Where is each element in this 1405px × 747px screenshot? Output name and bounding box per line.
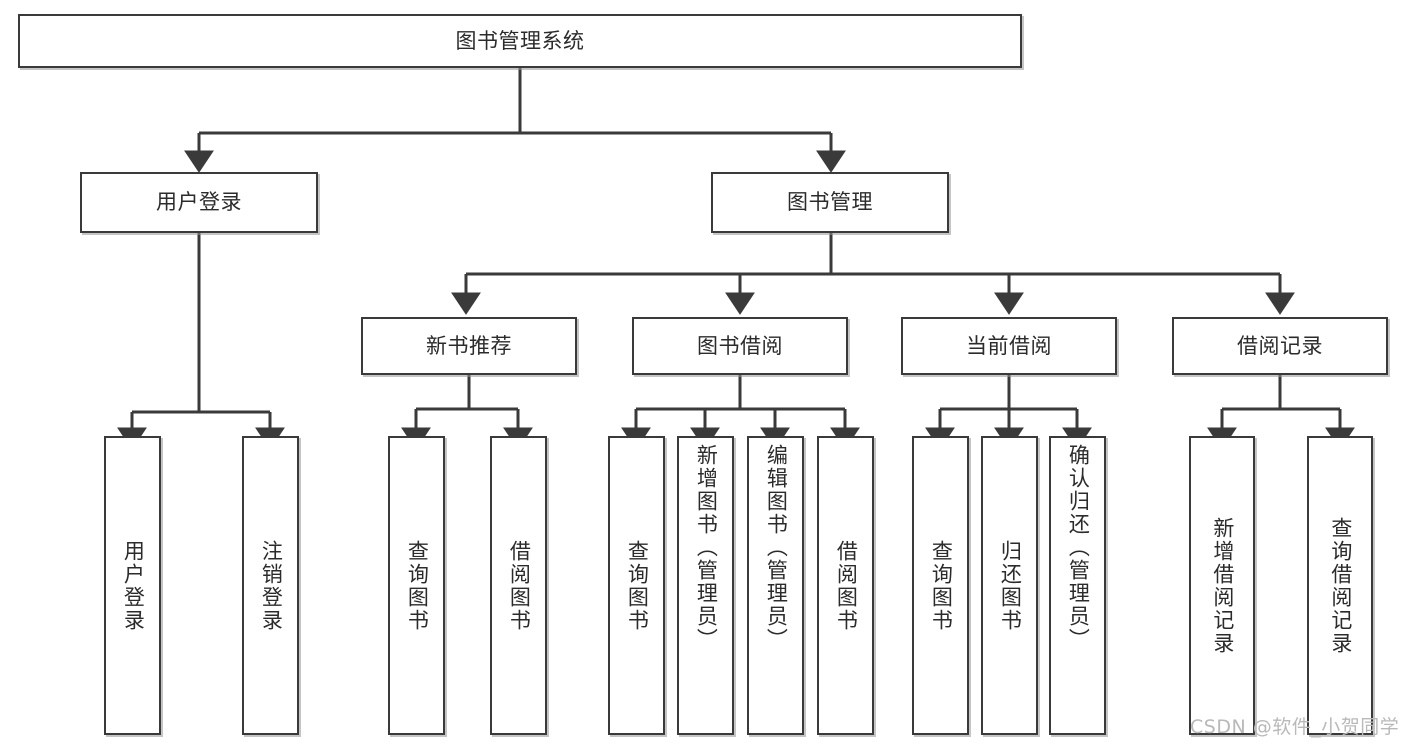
node-label: 借阅图书 (507, 539, 532, 632)
node-user-login[interactable]: 用户登录 (80, 172, 318, 233)
node-book-management[interactable]: 图书管理 (711, 172, 949, 233)
leaf-new-book-query-books[interactable]: 查询图书 (388, 436, 445, 735)
leaf-book-borrow-add-book-admin[interactable]: 新增图书（管理员） (677, 436, 734, 735)
node-label: 图书借阅 (697, 333, 783, 358)
node-label: 查询借阅记录 (1328, 516, 1353, 655)
leaf-borrow-record-add-record[interactable]: 新增借阅记录 (1189, 436, 1255, 735)
node-label: 查询图书 (625, 539, 650, 632)
node-label: 新增借阅记录 (1210, 516, 1235, 655)
node-label: 注销登录 (259, 539, 284, 632)
leaf-current-borrow-return-books[interactable]: 归还图书 (981, 436, 1038, 735)
leaf-new-book-borrow-books[interactable]: 借阅图书 (490, 436, 547, 735)
node-label: 用户登录 (156, 190, 242, 215)
leaf-book-borrow-borrow-books[interactable]: 借阅图书 (817, 436, 874, 735)
node-label: 图书管理 (787, 190, 873, 215)
leaf-book-borrow-edit-book-admin[interactable]: 编辑图书（管理员） (747, 436, 804, 735)
leaf-current-borrow-query-books[interactable]: 查询图书 (912, 436, 969, 735)
leaf-user-login-login[interactable]: 用户登录 (104, 436, 161, 735)
node-label: 新书推荐 (426, 333, 512, 358)
node-new-book-recommendation[interactable]: 新书推荐 (361, 317, 577, 375)
node-label: 借阅图书 (834, 539, 859, 632)
node-label: 图书管理系统 (455, 28, 585, 53)
node-label: 借阅记录 (1237, 333, 1323, 358)
node-borrow-record[interactable]: 借阅记录 (1172, 317, 1388, 375)
leaf-current-borrow-confirm-return-admin[interactable]: 确认归还（管理员） (1049, 436, 1106, 735)
node-label: 当前借阅 (966, 333, 1052, 358)
node-label: 编辑图书（管理员） (764, 444, 789, 651)
node-root-book-management-system[interactable]: 图书管理系统 (18, 14, 1022, 68)
node-book-borrow[interactable]: 图书借阅 (632, 317, 848, 375)
leaf-borrow-record-query-record[interactable]: 查询借阅记录 (1307, 436, 1373, 735)
node-label: 新增图书（管理员） (694, 444, 719, 651)
node-label: 查询图书 (405, 539, 430, 632)
watermark-text: CSDN @软件_小贺同学 (1190, 716, 1400, 738)
node-label: 查询图书 (929, 539, 954, 632)
leaf-book-borrow-query-books[interactable]: 查询图书 (608, 436, 665, 735)
node-current-borrow[interactable]: 当前借阅 (901, 317, 1117, 375)
node-label: 确认归还（管理员） (1066, 444, 1091, 651)
node-label: 用户登录 (121, 539, 146, 632)
node-label: 归还图书 (998, 539, 1023, 632)
leaf-user-login-logout[interactable]: 注销登录 (242, 436, 299, 735)
